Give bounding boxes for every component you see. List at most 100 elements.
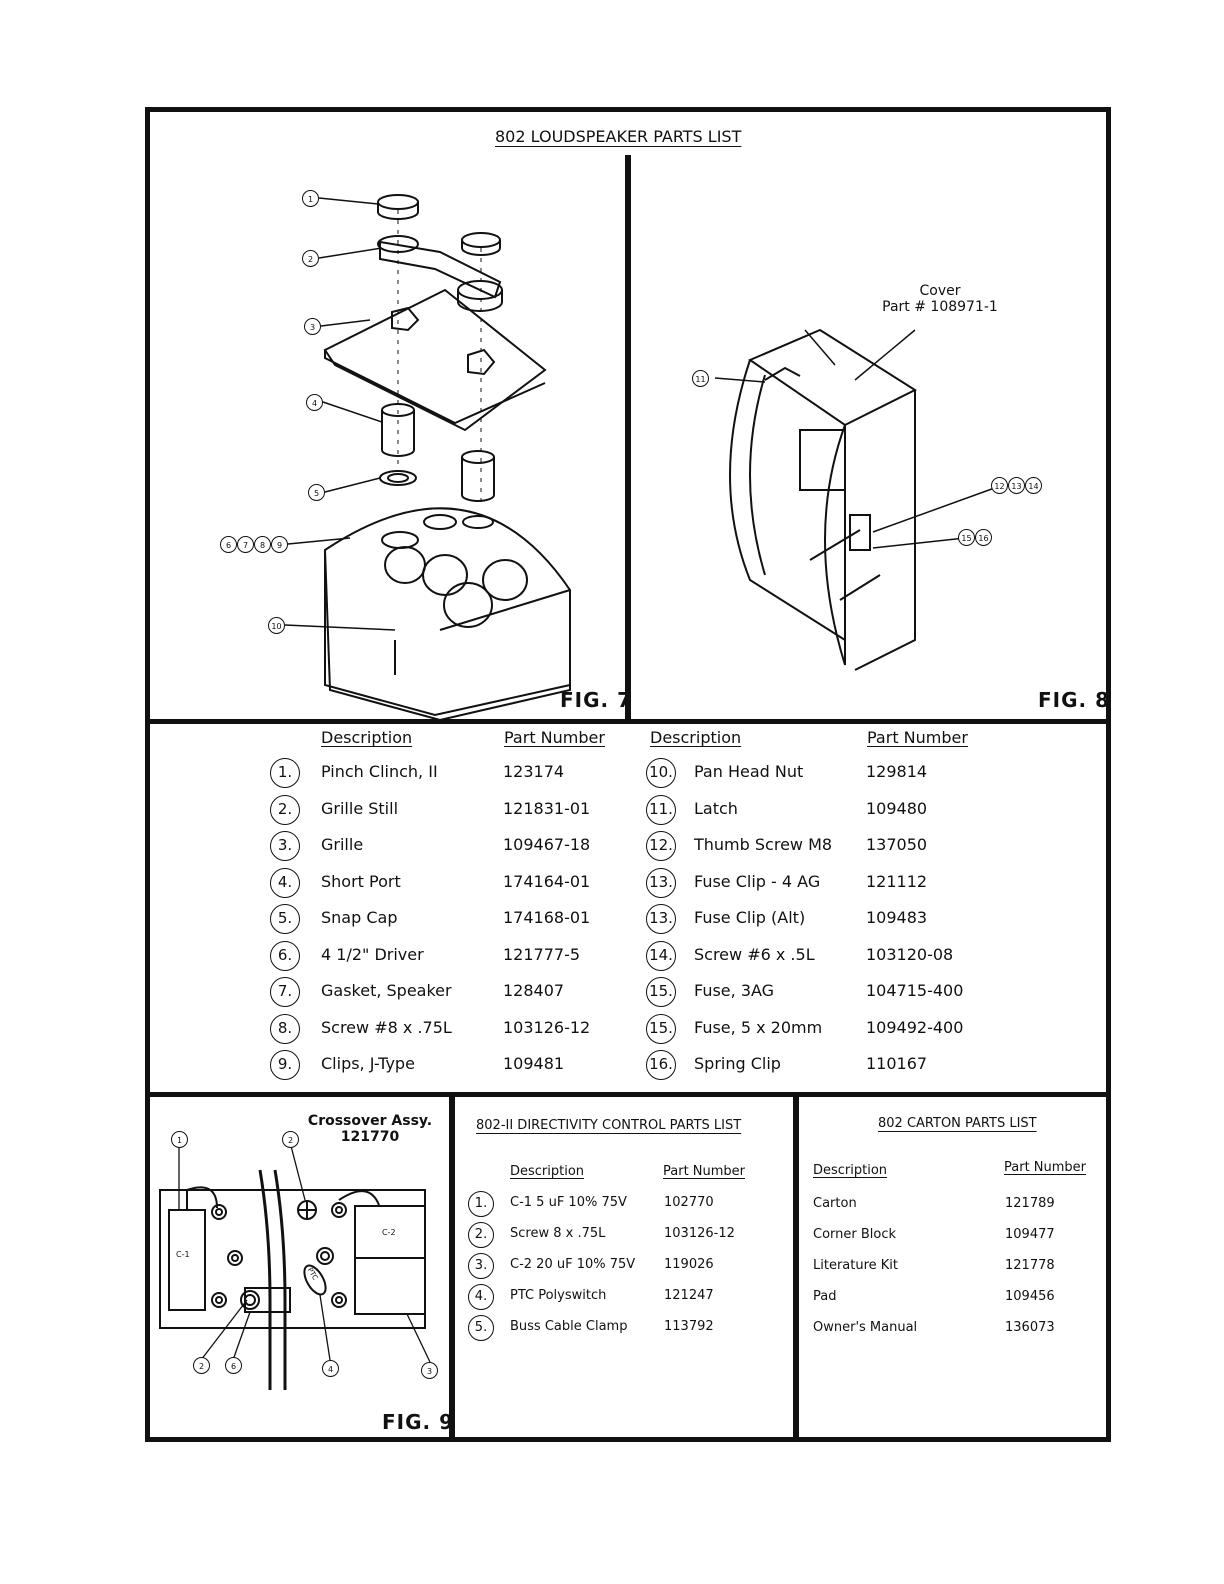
directivity-title: 802-II DIRECTIVITY CONTROL PARTS LIST bbox=[476, 1118, 742, 1133]
item-number: 4. bbox=[270, 867, 300, 898]
part-description: PTC Polyswitch bbox=[510, 1288, 607, 1303]
part-number: 109492-400 bbox=[866, 1017, 964, 1037]
fig9-callout-3: 3 bbox=[421, 1362, 438, 1379]
part-description: Fuse Clip (Alt) bbox=[694, 908, 806, 927]
callout-9: 9 bbox=[271, 536, 288, 553]
part-number: 121777-5 bbox=[503, 944, 581, 964]
fig9-crossover-drawing bbox=[159, 1145, 431, 1390]
item-number: 1. bbox=[468, 1191, 494, 1217]
part-description: Corner Block bbox=[813, 1227, 897, 1242]
part-number: 121112 bbox=[866, 871, 928, 891]
part-description: Screw 8 x .75L bbox=[510, 1226, 606, 1241]
fig9-divider bbox=[449, 1095, 455, 1440]
part-number: 109456 bbox=[1005, 1289, 1055, 1304]
part-number: 109480 bbox=[866, 798, 928, 818]
callout-7: 7 bbox=[237, 536, 254, 553]
part-description: Clips, J-Type bbox=[321, 1054, 415, 1073]
fig8-label: FIG. 8 bbox=[1038, 688, 1110, 712]
item-number: 14. bbox=[646, 940, 676, 971]
parts-desc-header-right: Description bbox=[650, 728, 742, 747]
part-description: Fuse Clip - 4 AG bbox=[694, 871, 821, 891]
page-frame bbox=[145, 107, 1111, 1442]
part-description: Literature Kit bbox=[813, 1258, 899, 1273]
parts-row: 15. Fuse, 5 x 20mm 109492-400 bbox=[646, 1013, 1006, 1044]
fig9-callout-1: 1 bbox=[171, 1131, 188, 1148]
item-number: 5. bbox=[468, 1315, 494, 1341]
part-description: Grille Still bbox=[321, 798, 399, 818]
item-number: 15. bbox=[646, 1013, 676, 1044]
callout-11: 11 bbox=[692, 370, 709, 387]
c2-label: C-2 bbox=[382, 1228, 396, 1237]
fig9-callout-2-top: 2 bbox=[282, 1131, 299, 1148]
part-number: 110167 bbox=[866, 1054, 928, 1073]
item-number: 9. bbox=[270, 1050, 300, 1080]
callout-5: 5 bbox=[308, 484, 325, 501]
c1-label: C-1 bbox=[176, 1250, 190, 1259]
part-number: 128407 bbox=[503, 981, 565, 1000]
parts-row: 13.Fuse Clip (Alt)109483 bbox=[646, 904, 1006, 934]
carton-row: Pad 109456 bbox=[813, 1285, 1103, 1315]
part-description: Thumb Screw M8 bbox=[694, 835, 833, 854]
fig7-exploded-drawing bbox=[323, 194, 571, 722]
part-number: 137050 bbox=[866, 835, 928, 854]
callout-15: 15 bbox=[958, 529, 975, 546]
parts-row: 9. Clips, J-Type 109481 bbox=[270, 1050, 630, 1080]
callout-14: 14 bbox=[1025, 477, 1042, 494]
parts-row: 13. Fuse Clip - 4 AG 121112 bbox=[646, 867, 1006, 898]
item-number: 2. bbox=[270, 794, 300, 825]
callout-2: 2 bbox=[302, 250, 319, 267]
directivity-pn-header: Part Number bbox=[663, 1164, 746, 1179]
item-number: 16. bbox=[646, 1050, 676, 1080]
part-description: Pad bbox=[813, 1289, 837, 1304]
directivity-desc-header: Description bbox=[510, 1164, 585, 1179]
part-number: 109467-18 bbox=[503, 835, 591, 854]
callout-6: 6 bbox=[220, 536, 237, 553]
parts-pn-header-left: Part Number bbox=[504, 728, 605, 747]
item-number: 13. bbox=[646, 867, 676, 898]
part-description: Spring Clip bbox=[694, 1054, 781, 1073]
item-number: 1. bbox=[270, 758, 300, 788]
item-number: 2. bbox=[468, 1222, 494, 1248]
carton-title: 802 CARTON PARTS LIST bbox=[878, 1116, 1037, 1131]
callout-12: 12 bbox=[991, 477, 1008, 494]
cover-label-line1: Cover bbox=[919, 283, 961, 299]
parts-row: 16. Spring Clip 110167 bbox=[646, 1050, 1006, 1080]
parts-desc-header-left: Description bbox=[321, 728, 413, 747]
part-number: 109483 bbox=[866, 908, 928, 927]
callout-4: 4 bbox=[306, 394, 323, 411]
item-number: 11. bbox=[646, 794, 676, 825]
callout-3: 3 bbox=[304, 318, 321, 335]
part-number: 102770 bbox=[664, 1195, 714, 1210]
part-description: C-2 20 uF 10% 75V bbox=[510, 1257, 636, 1272]
carton-desc-header: Description bbox=[813, 1163, 888, 1178]
crossover-title-line1: Crossover Assy. bbox=[307, 1113, 433, 1129]
part-description: Gasket, Speaker bbox=[321, 981, 452, 1000]
part-description: Fuse, 3AG bbox=[694, 981, 775, 1000]
part-description: Grille bbox=[321, 835, 364, 854]
part-description: Screw #8 x .75L bbox=[321, 1017, 452, 1037]
main-title: 802 LOUDSPEAKER PARTS LIST bbox=[495, 127, 742, 146]
item-number: 15. bbox=[646, 977, 676, 1007]
fig7-label: FIG. 7 bbox=[560, 688, 632, 712]
part-number: 119026 bbox=[664, 1257, 714, 1272]
crossover-title-line2: 121770 bbox=[340, 1129, 400, 1145]
part-number: 109481 bbox=[503, 1054, 565, 1073]
fig9-callout-2-bottom: 2 bbox=[193, 1357, 210, 1374]
part-description: Fuse, 5 x 20mm bbox=[694, 1017, 823, 1037]
item-number: 8. bbox=[270, 1013, 300, 1044]
